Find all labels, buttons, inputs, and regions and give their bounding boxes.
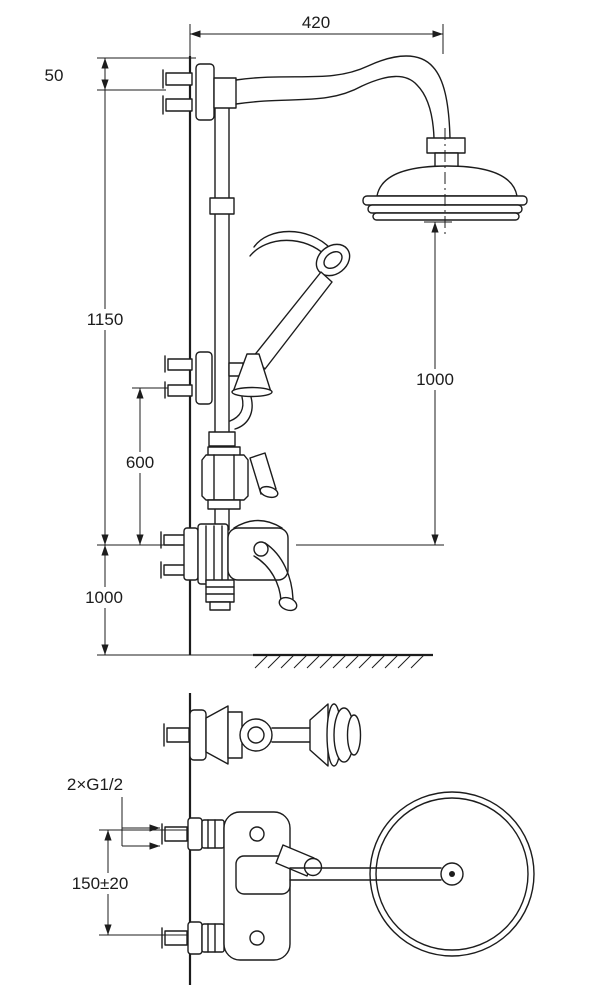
plan-dimension-lines bbox=[99, 797, 188, 936]
dim-label-420: 420 bbox=[302, 13, 330, 32]
dim-label-600: 600 bbox=[126, 453, 154, 472]
dim-label-spacing: 150±20 bbox=[72, 874, 129, 893]
top-wall-bracket bbox=[162, 63, 237, 121]
mid-wall-bracket bbox=[164, 351, 213, 405]
mixer-plan bbox=[161, 811, 323, 961]
dim-label-1000-head: 1000 bbox=[416, 370, 454, 389]
label-mask bbox=[407, 369, 464, 390]
label-mask bbox=[80, 309, 130, 330]
plan-view bbox=[99, 693, 535, 985]
dim-label-1150: 1150 bbox=[87, 310, 124, 329]
shower-arm-plan bbox=[289, 862, 464, 886]
diverter-valve bbox=[201, 446, 279, 510]
dim-label-1000-floor: 1000 bbox=[85, 588, 123, 607]
floor-hatching bbox=[254, 654, 425, 669]
elevation-view bbox=[97, 24, 528, 669]
dimension-labels: 420 50 1150 600 1000 1000 2×G1/2 150±20 bbox=[45, 13, 464, 894]
diverter-handle bbox=[249, 452, 277, 495]
mixer-valve bbox=[160, 519, 298, 612]
shower-head-circle bbox=[369, 791, 535, 957]
hand-shower-holder bbox=[228, 353, 273, 398]
hand-shower bbox=[229, 230, 351, 430]
floor-line bbox=[253, 653, 433, 669]
dim-label-50: 50 bbox=[45, 66, 64, 85]
mixer-lever bbox=[264, 542, 294, 600]
hand-shower-plan bbox=[163, 703, 362, 767]
label-mask bbox=[76, 587, 133, 608]
dim-label-thread: 2×G1/2 bbox=[67, 775, 123, 794]
label-mask bbox=[62, 873, 139, 894]
overhead-shower-head bbox=[362, 137, 528, 221]
label-mask bbox=[115, 452, 165, 473]
shower-arm-gooseneck bbox=[235, 55, 451, 139]
